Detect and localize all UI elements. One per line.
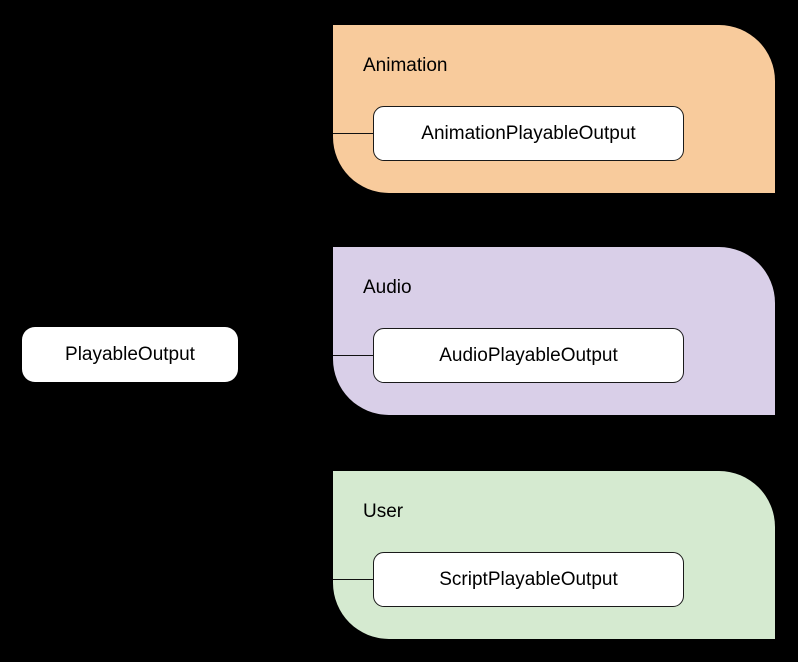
node-label: PlayableOutput (65, 344, 195, 365)
package-animation[interactable]: Animation AnimationPlayableOutput (333, 25, 775, 193)
node-animation-playable-output[interactable]: AnimationPlayableOutput (373, 106, 684, 161)
node-playable-output[interactable]: PlayableOutput (22, 327, 238, 382)
package-label-user: User (363, 501, 404, 522)
node-label: AnimationPlayableOutput (421, 123, 636, 144)
node-script-playable-output[interactable]: ScriptPlayableOutput (373, 552, 684, 607)
node-audio-playable-output[interactable]: AudioPlayableOutput (373, 328, 684, 383)
connector-line-animation (333, 133, 373, 134)
node-label: ScriptPlayableOutput (439, 569, 618, 590)
node-label: AudioPlayableOutput (439, 345, 618, 366)
connector-line-user (333, 579, 373, 580)
package-user[interactable]: User ScriptPlayableOutput (333, 471, 775, 639)
package-label-audio: Audio (363, 277, 412, 298)
package-label-animation: Animation (363, 55, 448, 76)
connector-line-audio (333, 355, 373, 356)
package-audio[interactable]: Audio AudioPlayableOutput (333, 247, 775, 415)
